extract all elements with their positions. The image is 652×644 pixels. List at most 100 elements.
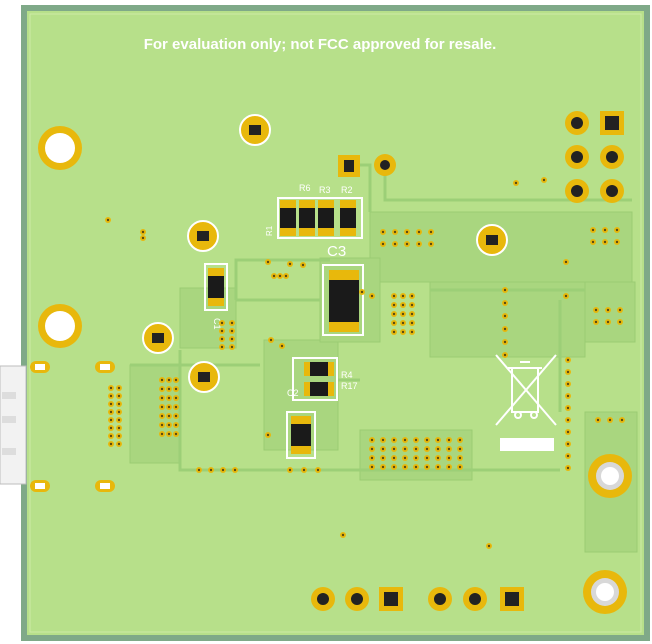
via-hole (167, 432, 171, 436)
via-hole (288, 262, 292, 266)
via-hole (436, 465, 440, 469)
via-hole (566, 394, 570, 398)
via-hole (564, 260, 568, 264)
via-hole (447, 438, 451, 442)
via-hole (401, 321, 405, 325)
label-c3: C3 (327, 243, 346, 260)
via-hole (381, 242, 385, 246)
via-hole (401, 330, 405, 334)
via-hole (410, 321, 414, 325)
via-hole (106, 218, 110, 222)
via-hole (405, 230, 409, 234)
via-hole (503, 340, 507, 344)
via-hole (618, 320, 622, 324)
label-r3: R3 (319, 185, 331, 195)
via-hole (284, 274, 288, 278)
via-hole (566, 466, 570, 470)
via-hole (230, 329, 234, 333)
via-hole (278, 274, 282, 278)
via-hole (233, 468, 237, 472)
via-hole (414, 438, 418, 442)
via-hole (117, 410, 121, 414)
via-hole (160, 414, 164, 418)
via-hole (316, 468, 320, 472)
via-hole (591, 240, 595, 244)
via-hole (425, 438, 429, 442)
via-hole (566, 382, 570, 386)
via-hole (429, 230, 433, 234)
label-c1: C1 (212, 318, 222, 330)
header-pins-bottom (311, 587, 524, 611)
via-hole (542, 178, 546, 182)
via-hole (220, 345, 224, 349)
via-hole (392, 330, 396, 334)
via-hole (301, 263, 305, 267)
via-hole (566, 418, 570, 422)
via-hole (410, 294, 414, 298)
via-hole (503, 288, 507, 292)
via-hole (381, 456, 385, 460)
label-r1: R1 (265, 225, 274, 236)
fcc-notice-text: For evaluation only; not FCC approved fo… (144, 36, 497, 53)
via-hole (174, 378, 178, 382)
via-hole (503, 314, 507, 318)
resistors-r4-r17 (292, 357, 338, 401)
via-hole (117, 434, 121, 438)
via-hole (141, 230, 145, 234)
via-hole (425, 456, 429, 460)
via-hole (436, 438, 440, 442)
via-hole (117, 402, 121, 406)
via-hole (266, 433, 270, 437)
mounting-holes (38, 126, 632, 614)
via-hole (620, 418, 624, 422)
via-hole (447, 465, 451, 469)
via-hole (566, 406, 570, 410)
via-hole (436, 456, 440, 460)
via-hole (230, 321, 234, 325)
via-hole (160, 432, 164, 436)
via-hole (425, 465, 429, 469)
via-hole (429, 242, 433, 246)
via-hole (447, 447, 451, 451)
via-hole (447, 456, 451, 460)
via-hole (109, 426, 113, 430)
via-hole (414, 465, 418, 469)
via-hole (266, 260, 270, 264)
via-hole (117, 426, 121, 430)
via-hole (458, 465, 462, 469)
via-hole (487, 544, 491, 548)
header-pins-top-right (565, 111, 624, 203)
via-hole (503, 301, 507, 305)
via-hole (117, 386, 121, 390)
via-hole (167, 378, 171, 382)
via-hole (174, 423, 178, 427)
via-hole (370, 447, 374, 451)
via-hole (117, 418, 121, 422)
via-hole (160, 405, 164, 409)
via-hole (370, 465, 374, 469)
via-hole (288, 468, 292, 472)
via-hole (167, 396, 171, 400)
via-hole (403, 447, 407, 451)
via-hole (566, 454, 570, 458)
via-hole (221, 468, 225, 472)
label-r17: R17 (341, 381, 358, 391)
via-hole (405, 242, 409, 246)
via-hole (174, 387, 178, 391)
label-c2: C2 (287, 388, 299, 398)
via-hole (618, 308, 622, 312)
via-hole (403, 465, 407, 469)
via-hole (341, 533, 345, 537)
via-hole (109, 394, 113, 398)
test-points (142, 114, 508, 393)
via-hole (167, 405, 171, 409)
via-hole (280, 344, 284, 348)
via-hole (392, 312, 396, 316)
usb-connector (0, 361, 115, 492)
via-hole (596, 418, 600, 422)
via-hole (174, 396, 178, 400)
via-hole (141, 236, 145, 240)
via-hole (392, 438, 396, 442)
resistor-array (277, 197, 363, 239)
